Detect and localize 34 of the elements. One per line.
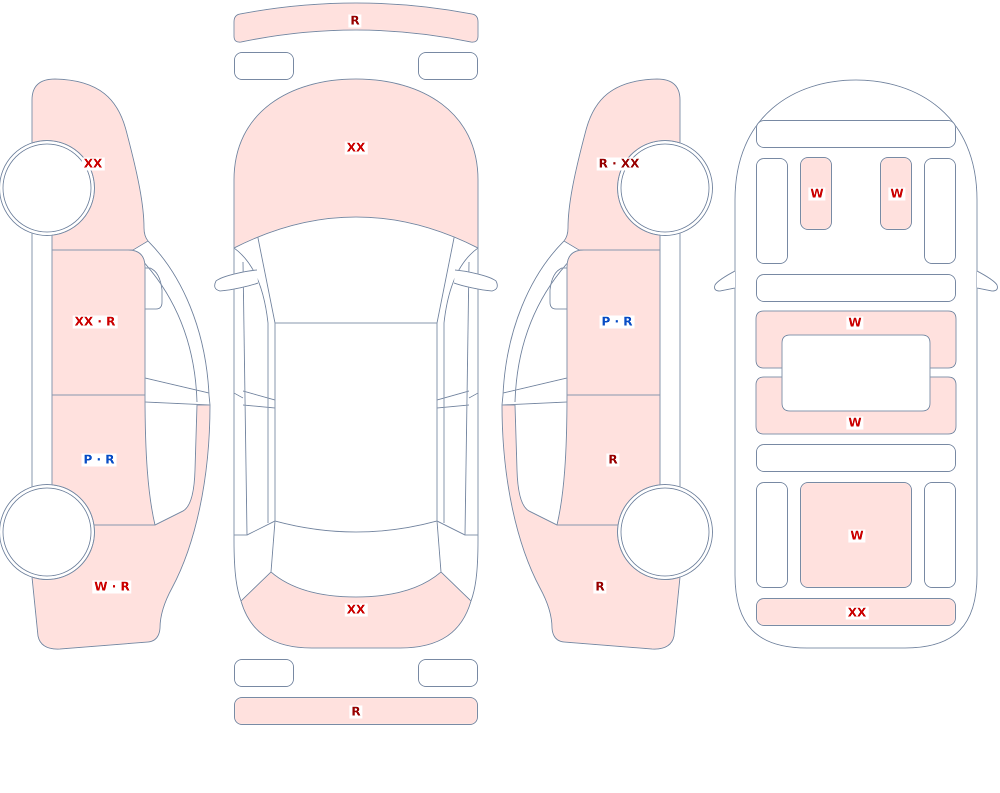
- damage-code: XX: [344, 142, 368, 154]
- interior-panel: [800, 482, 912, 588]
- damage-code: XX: [846, 606, 868, 620]
- interior-panel: [924, 158, 956, 264]
- interior-panel: [756, 274, 956, 302]
- damage-code: W: [846, 316, 864, 330]
- interior-panel: [756, 158, 788, 264]
- damage-code: R: [349, 706, 363, 718]
- damage-code: W: [848, 530, 866, 542]
- damage-code: W · R: [92, 580, 132, 594]
- interior-panel: [800, 157, 832, 230]
- interior-panel: [924, 482, 956, 588]
- interior-panel: [756, 598, 956, 626]
- damage-code: XX: [344, 604, 368, 616]
- damage-code: P · R: [82, 454, 116, 466]
- damage-code: R: [348, 14, 362, 28]
- damage-code: XX: [82, 158, 104, 170]
- lamp-outline: [418, 52, 478, 80]
- damage-code: R: [593, 580, 607, 594]
- interior-panel: [756, 120, 956, 148]
- lamp-outline: [418, 659, 478, 687]
- damage-code: W: [888, 188, 906, 200]
- damage-code: XX · R: [72, 316, 118, 328]
- interior-panel: [756, 482, 788, 588]
- interior-panel: [880, 157, 912, 230]
- lamp-outline: [234, 659, 294, 687]
- damage-code: R · XX: [596, 158, 642, 170]
- damage-code: W: [808, 188, 826, 200]
- damage-code: P · R: [600, 316, 634, 328]
- lamp-outline: [234, 52, 294, 80]
- bumper-panel: [234, 697, 478, 725]
- damage-code: W: [846, 416, 864, 430]
- damage-code: R: [606, 454, 620, 466]
- interior-panel: [756, 444, 956, 472]
